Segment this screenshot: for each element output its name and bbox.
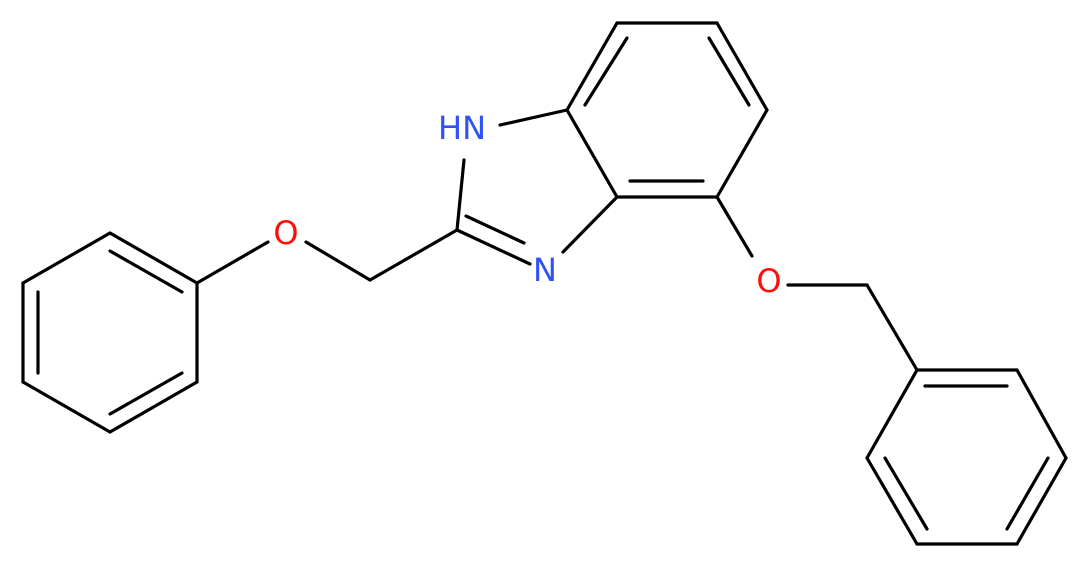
atom-label-nh: HN <box>438 109 486 147</box>
double-bond-inner <box>464 214 526 245</box>
double-bond-inner <box>1005 456 1050 531</box>
bond <box>715 21 769 112</box>
double-bond-inner <box>707 36 751 107</box>
bond <box>108 231 199 285</box>
double-bond-inner <box>583 36 629 107</box>
double-bond-inner <box>883 456 929 531</box>
bond <box>455 158 466 232</box>
double-bond-inner <box>108 249 184 294</box>
double-bond-inner <box>108 371 184 416</box>
bond <box>498 108 569 127</box>
bond <box>865 283 919 372</box>
atom-label-o-phenoxy: O <box>273 214 298 252</box>
bond <box>304 240 372 282</box>
atom-label-n: N <box>533 251 557 289</box>
bond <box>561 195 619 254</box>
bond <box>715 108 769 199</box>
bond <box>108 380 199 434</box>
phenoxymethyl-linker <box>195 228 459 285</box>
atom-label-o-benzyloxy: O <box>756 262 781 300</box>
bond <box>565 21 619 112</box>
bond <box>21 380 112 434</box>
atom-labels: HN N O O <box>273 109 781 300</box>
bond <box>368 228 459 282</box>
bond <box>195 240 270 285</box>
benzimidazole-benzene-ring <box>565 21 769 199</box>
bond <box>21 231 112 285</box>
bond <box>565 108 619 199</box>
bond <box>865 368 919 460</box>
benzyloxy-linker <box>715 195 919 372</box>
bond <box>455 228 532 266</box>
benzyl-phenyl-ring <box>865 368 1068 546</box>
bond <box>1015 456 1068 546</box>
bond <box>865 456 919 546</box>
bond <box>1015 368 1068 460</box>
imidazole-ring <box>455 108 619 266</box>
phenoxy-phenyl-ring <box>21 231 199 434</box>
bond <box>715 195 754 258</box>
